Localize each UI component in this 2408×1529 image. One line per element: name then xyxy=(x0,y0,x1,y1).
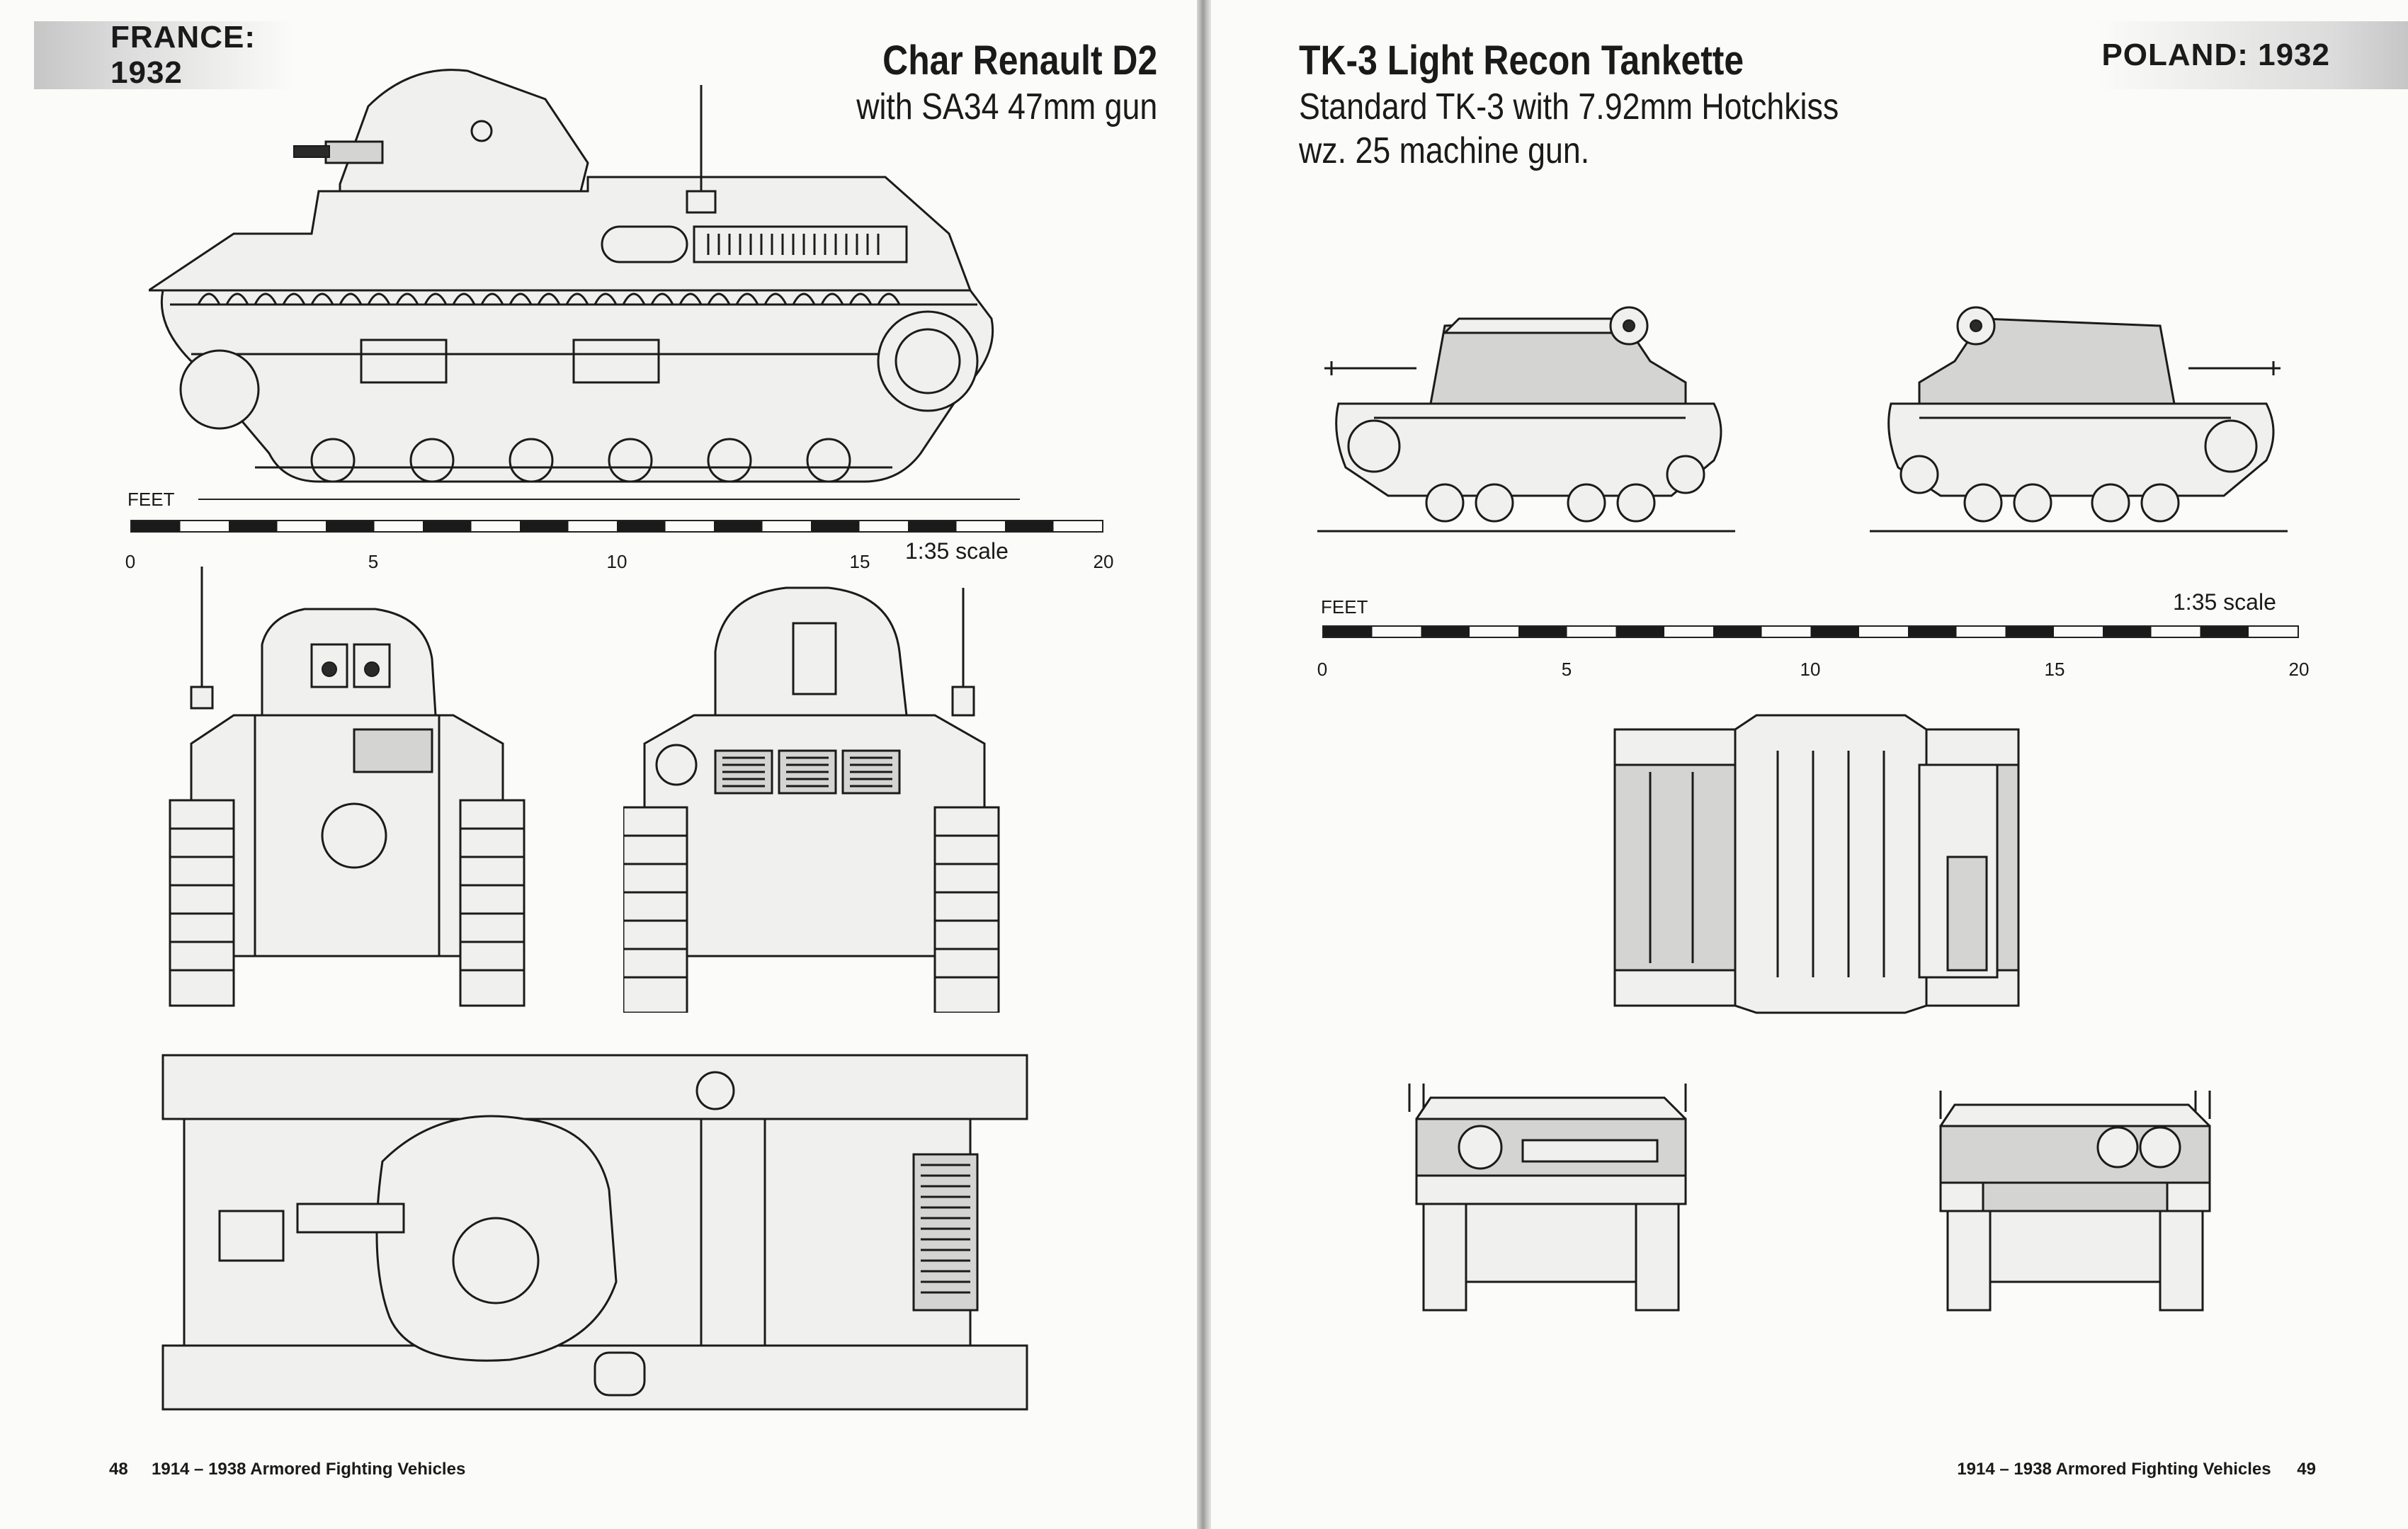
book-gutter xyxy=(1197,0,1211,1529)
scale-tick-0: 0 xyxy=(125,551,136,572)
scale-tick-20: 20 xyxy=(1093,551,1114,572)
scale-label: 1:35 scale xyxy=(905,538,1009,564)
right-page: POLAND: 1932 TK-3 Light Recon Tankette S… xyxy=(1211,0,2408,1529)
scale-tick-15: 15 xyxy=(849,551,870,572)
left-page: FRANCE: 1932 Char Renault D2 with SA34 4… xyxy=(0,0,1197,1529)
scale-tick-15: 15 xyxy=(2044,659,2065,680)
scale-bar xyxy=(1322,625,2299,638)
tk3-side-view-right-drawing xyxy=(1870,306,2288,533)
page-number: 49 xyxy=(2297,1460,2316,1479)
scale-unit-label: FEET xyxy=(127,489,175,510)
d2-top-view-drawing xyxy=(161,1054,1028,1411)
tk3-front-view-drawing xyxy=(1408,1084,1687,1312)
d2-front-view-drawing xyxy=(169,567,526,1007)
scale-tick-5: 5 xyxy=(368,551,379,572)
tk3-rear-view-drawing xyxy=(1939,1091,2211,1312)
scale-tick-0: 0 xyxy=(1317,659,1328,680)
scale-label: 1:35 scale xyxy=(2173,589,2276,615)
tk3-side-view-left-drawing xyxy=(1317,306,1735,533)
d2-side-view-drawing xyxy=(149,69,994,483)
scale-reference-line xyxy=(198,499,1020,500)
tk3-top-view-drawing xyxy=(1613,714,2020,1014)
scale-tick-20: 20 xyxy=(2288,659,2310,680)
d2-rear-view-drawing xyxy=(623,586,1000,1013)
footer-book-title: 1914 – 1938 Armored Fighting Vehicles 49 xyxy=(1957,1460,2316,1479)
vehicle-title: Char Renault D2 xyxy=(882,38,1157,84)
scale-tick-10: 10 xyxy=(1800,659,1821,680)
scale-bar xyxy=(130,520,1103,533)
vehicle-subtitle: Standard TK-3 with 7.92mm Hotchkiss wz. … xyxy=(1299,86,1839,171)
d2-track-links xyxy=(197,292,901,305)
country-tab: FRANCE: 1932 xyxy=(34,20,295,90)
scale-unit-label: FEET xyxy=(1321,596,1368,618)
scale-tick-10: 10 xyxy=(606,551,627,572)
vehicle-title: TK-3 Light Recon Tankette xyxy=(1299,38,1744,84)
vehicle-subtitle: with SA34 47mm gun xyxy=(856,86,1157,127)
country-tab: POLAND: 1932 xyxy=(2096,21,2408,89)
footer-book-title: 1914 – 1938 Armored Fighting Vehicles xyxy=(152,1460,466,1479)
scale-tick-5: 5 xyxy=(1561,659,1572,680)
page-number: 48 xyxy=(109,1460,128,1479)
footer-text: 1914 – 1938 Armored Fighting Vehicles xyxy=(1957,1460,2271,1479)
